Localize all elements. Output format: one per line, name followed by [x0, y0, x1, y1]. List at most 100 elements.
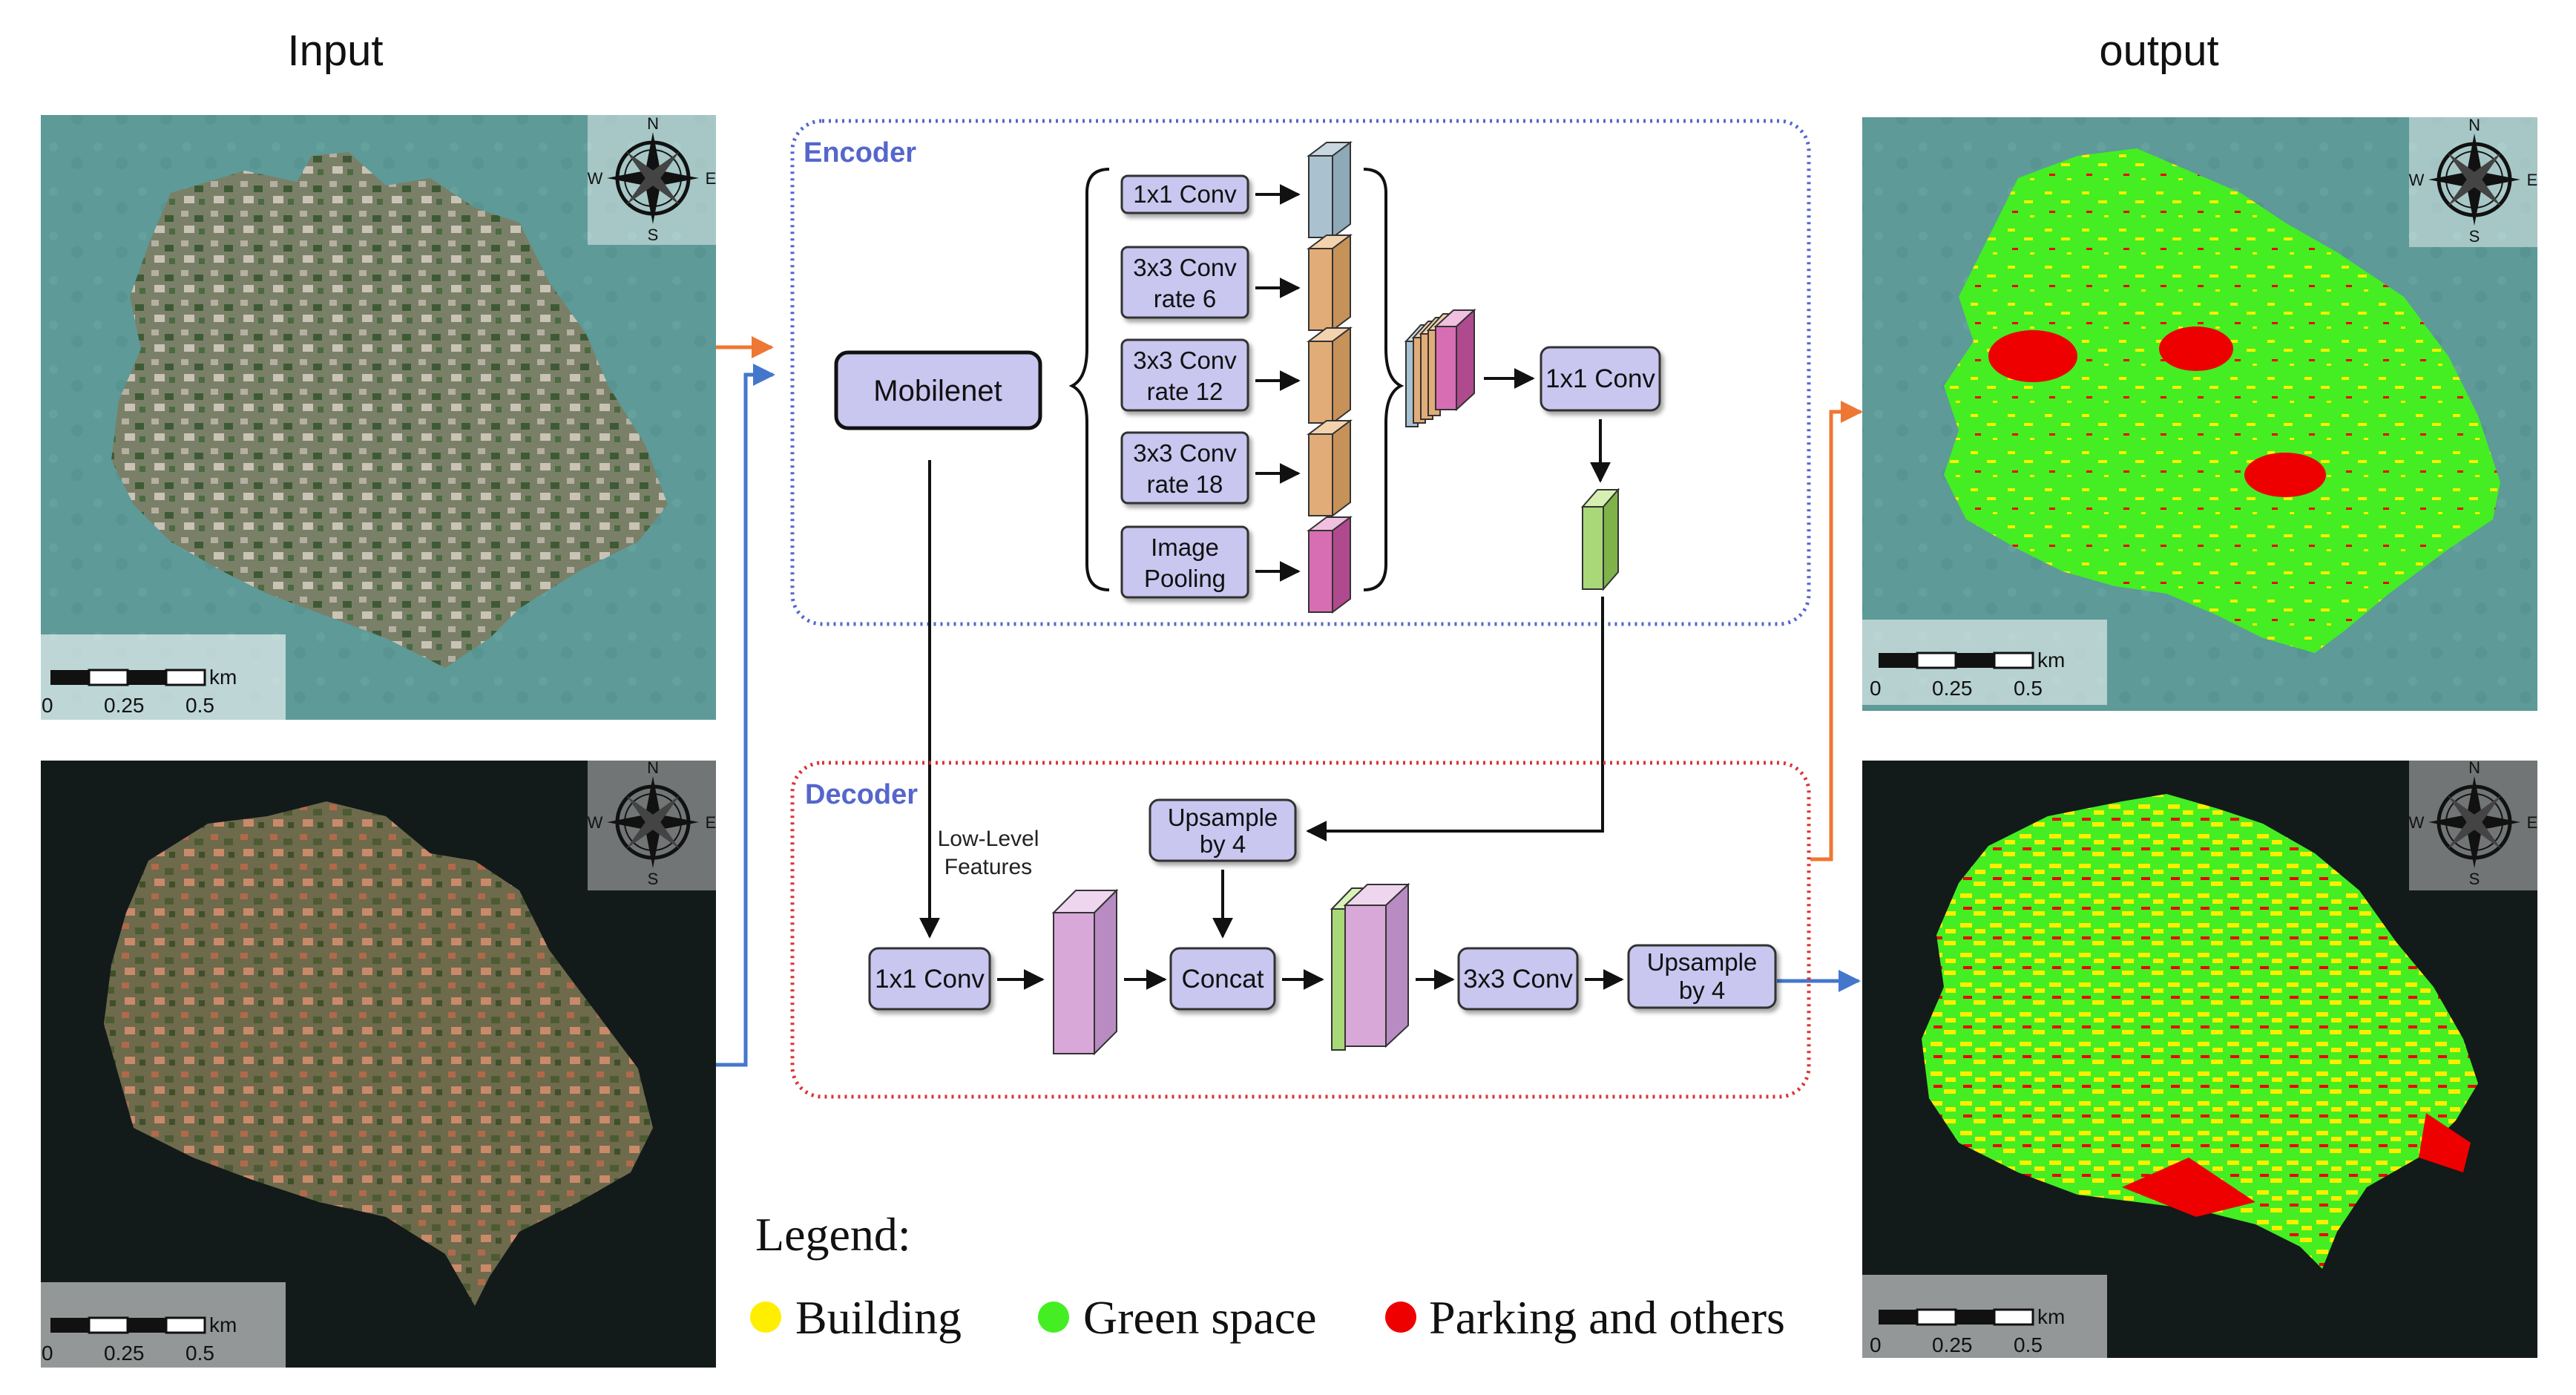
scale-unit: km [209, 666, 237, 689]
scale-unit: km [2037, 1305, 2065, 1328]
aspp-branch-4: 3x3 Conv rate 18 [1120, 419, 1353, 517]
compass-icon: N S W E [2409, 758, 2538, 888]
low-level-features-label-2: Features [944, 855, 1032, 879]
svg-text:S: S [2469, 870, 2480, 888]
legend-item-parking: Parking and others [1385, 1291, 1785, 1344]
decoder-1x1-conv-box[interactable] [868, 947, 991, 1011]
svg-text:S: S [648, 226, 659, 244]
feature-map-block [1307, 141, 1353, 239]
decoder-3x3-conv-label: 3x3 Conv [1463, 965, 1573, 994]
building-swatch [750, 1302, 781, 1333]
svg-text:1x1 Conv: 1x1 Conv [1133, 180, 1237, 208]
branch-box[interactable] [1120, 431, 1249, 505]
svg-text:N: N [647, 758, 659, 777]
branch-box[interactable] [1120, 174, 1249, 214]
concat-box[interactable] [1169, 947, 1276, 1011]
decoder-title: Decoder [805, 779, 918, 810]
scale-bar-3: km 0 0.25 0.5 [1870, 649, 2065, 700]
svg-text:E: E [2527, 813, 2538, 832]
decoder-to-output-1-arrow [1810, 401, 1863, 861]
feature-map-block [1307, 419, 1353, 517]
encoder-title: Encoder [804, 137, 916, 168]
mobilenet-box[interactable] [834, 350, 1042, 430]
mobilenet-label: Mobilenet [873, 375, 1002, 407]
decoder-upsample-out-box[interactable] [1627, 944, 1777, 1009]
concat-feature-block [1330, 882, 1410, 1051]
scale-bar-2: km 0 0.25 0.5 [42, 1313, 237, 1365]
segmented-island [1944, 148, 2500, 653]
svg-text:N: N [2468, 758, 2480, 777]
input-satellite-image-1 [41, 115, 716, 720]
decoder-3x3-conv-box[interactable] [1457, 947, 1579, 1011]
encoder-1x1-conv-box[interactable] [1540, 346, 1661, 412]
encoder-output-feature [1580, 488, 1620, 591]
output-segmentation-image-2 [1862, 761, 2537, 1358]
aspp-branch-1: 1x1 Conv [1120, 141, 1353, 239]
svg-text:Building: Building [795, 1291, 962, 1344]
input-header: Input [288, 27, 384, 75]
legend-item-building: Building [750, 1291, 962, 1344]
svg-text:W: W [2409, 813, 2425, 832]
feature-map-block [1307, 516, 1353, 614]
svg-text:3x3 Conv: 3x3 Conv [1133, 254, 1237, 281]
scale-tick-1: 0.25 [104, 694, 145, 717]
svg-text:Upsample: Upsample [1647, 948, 1758, 976]
scale-tick-0: 0 [1870, 677, 1882, 700]
branch-box[interactable] [1120, 525, 1249, 599]
decoder-frame [790, 761, 1811, 1099]
compass-icon: N S W E [588, 758, 717, 888]
legend-title: Legend: [755, 1208, 911, 1261]
low-level-feature-block [1051, 888, 1119, 1056]
svg-text:by 4: by 4 [1679, 976, 1725, 1004]
svg-text:Parking and others: Parking and others [1429, 1291, 1785, 1344]
scale-tick-0: 0 [42, 1342, 53, 1365]
island-shape [111, 152, 668, 668]
compass-icon: N S W E [588, 114, 717, 244]
decoder-upsample-top-box[interactable] [1149, 798, 1297, 862]
svg-text:S: S [2469, 227, 2480, 246]
svg-text:E: E [706, 169, 717, 188]
branch-right-brace [1363, 168, 1404, 591]
input-satellite-image-2 [41, 761, 716, 1368]
scale-tick-2: 0.5 [185, 694, 214, 717]
feature-map-block [1307, 326, 1353, 424]
scale-unit: km [209, 1313, 237, 1336]
scale-bar-1: km 0 0.25 0.5 [42, 666, 237, 717]
concat-label: Concat [1182, 965, 1264, 994]
output-segmentation-image-1 [1862, 117, 2537, 711]
scale-bar-4: km 0 0.25 0.5 [1870, 1305, 2065, 1356]
scale-unit: km [2037, 649, 2065, 672]
decoder-1x1-conv-label: 1x1 Conv [875, 965, 985, 994]
branch-left-brace [1068, 168, 1110, 591]
svg-text:E: E [2527, 171, 2538, 189]
scale-tick-0: 0 [42, 694, 53, 717]
svg-text:rate 6: rate 6 [1154, 285, 1216, 312]
scale-tick-1: 0.25 [1932, 1333, 1973, 1356]
branch-box[interactable] [1120, 246, 1249, 319]
feature-map-block [1307, 234, 1353, 332]
encoder-frame [790, 119, 1811, 626]
svg-text:3x3 Conv: 3x3 Conv [1133, 347, 1237, 374]
svg-text:rate 18: rate 18 [1147, 470, 1223, 498]
low-level-features-label-1: Low-Level [938, 827, 1039, 851]
svg-text:W: W [2409, 171, 2425, 189]
output-header: output [2099, 27, 2218, 75]
svg-text:N: N [647, 114, 659, 133]
svg-text:Green space: Green space [1083, 1291, 1316, 1344]
encoder-1x1-conv-label: 1x1 Conv [1545, 364, 1655, 393]
aspp-branch-5: Image Pooling [1120, 516, 1353, 614]
svg-text:W: W [588, 813, 603, 832]
green-space-swatch [1038, 1302, 1069, 1333]
aspp-branch-3: 3x3 Conv rate 12 [1120, 326, 1353, 424]
svg-text:rate 12: rate 12 [1147, 378, 1223, 405]
scale-tick-0: 0 [1870, 1333, 1882, 1356]
scale-tick-2: 0.5 [2014, 677, 2043, 700]
svg-text:W: W [588, 169, 603, 188]
segmented-island [1922, 794, 2478, 1269]
svg-text:Upsample: Upsample [1168, 804, 1278, 831]
scale-tick-1: 0.25 [1932, 677, 1973, 700]
branch-box[interactable] [1120, 338, 1249, 412]
svg-text:N: N [2468, 116, 2480, 134]
svg-text:Pooling: Pooling [1144, 565, 1226, 592]
legend-item-green-space: Green space [1038, 1291, 1316, 1344]
